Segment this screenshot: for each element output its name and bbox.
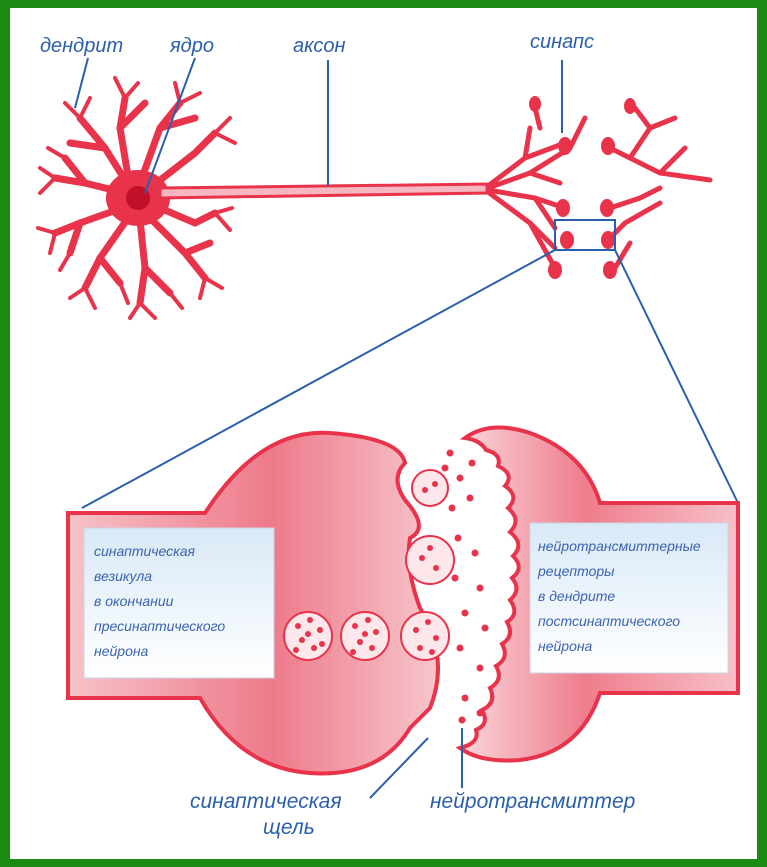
- axon-terminals: [488, 108, 710, 268]
- label-dendrite: дендрит: [40, 35, 123, 57]
- label-synapse: синапс: [530, 31, 594, 53]
- left-callout-line-2: везикула: [94, 568, 152, 584]
- right-callout-line-1: нейротрансмиттерные: [538, 538, 701, 554]
- label-cleft-line-2: щель: [263, 816, 315, 839]
- label-cleft-line-1: синаптическая: [190, 790, 342, 813]
- left-callout-line-1: синаптическая: [94, 543, 196, 559]
- left-callout-line-4: пресинаптического: [94, 618, 225, 634]
- label-axon: аксон: [293, 35, 345, 57]
- right-callout-line-4: постсинаптического: [538, 613, 680, 629]
- right-callout-line-5: нейрона: [538, 638, 593, 654]
- left-callout: синаптическая везикула в окончании преси…: [84, 528, 274, 678]
- diagram-frame: дендрит ядро аксон синапс синапт: [10, 8, 757, 859]
- neuron-synapse-diagram: дендрит ядро аксон синапс синапт: [10, 8, 757, 859]
- left-callout-line-5: нейрона: [94, 643, 149, 659]
- left-callout-line-3: в окончании: [94, 593, 174, 609]
- axon: [160, 184, 490, 198]
- zoom-line-right: [615, 250, 738, 503]
- right-callout-line-3: в дендрите: [538, 588, 615, 604]
- dendrite-leader: [75, 58, 88, 108]
- label-neurotransmitter: нейротрансмиттер: [430, 790, 635, 813]
- right-callout: нейротрансмиттерные рецепторы в дендрите…: [530, 523, 728, 673]
- label-nucleus: ядро: [169, 35, 214, 57]
- right-callout-line-2: рецепторы: [537, 563, 615, 579]
